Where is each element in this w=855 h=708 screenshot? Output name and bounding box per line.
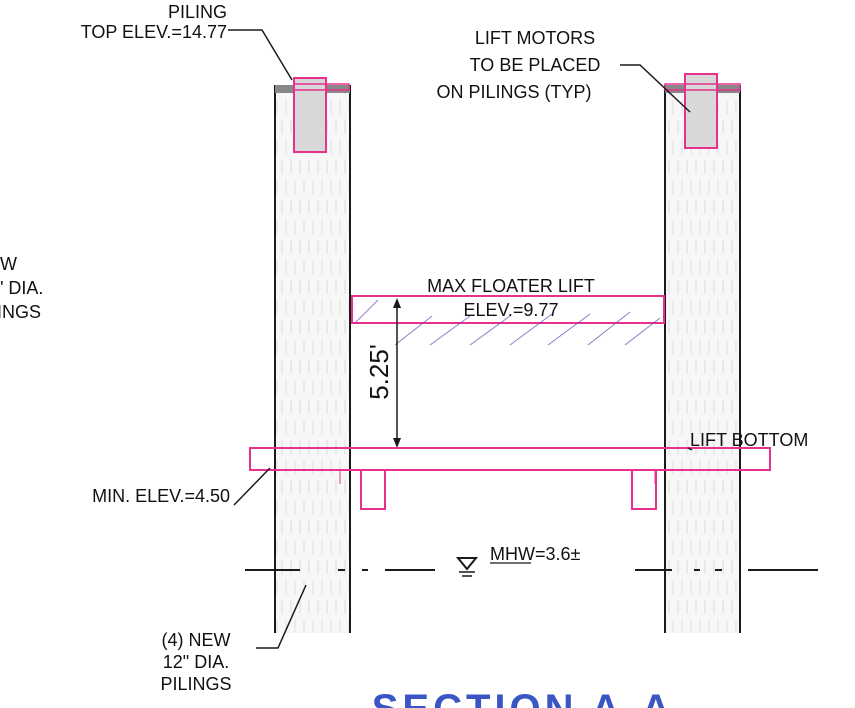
- dimension-line: [393, 298, 401, 448]
- section-title: SECTION A-A: [372, 687, 675, 708]
- right-piling: [664, 85, 741, 633]
- left-piling: [274, 85, 351, 633]
- dimension-label: 5.25': [364, 344, 394, 400]
- left-cut-note: W " DIA. INGS: [0, 254, 43, 322]
- lift-motors-note: LIFT MOTORS TO BE PLACED ON PILINGS (TYP…: [436, 28, 600, 102]
- lift-motors-line-1: LIFT MOTORS: [475, 28, 595, 48]
- left-cut-line-3: INGS: [0, 302, 41, 322]
- max-floater-lift-box: [351, 295, 665, 346]
- new-pilings-line-3: PILINGS: [160, 674, 231, 694]
- piling-top-line-2: TOP ELEV.=14.77: [81, 22, 227, 42]
- min-elev-label: MIN. ELEV.=4.50: [92, 486, 230, 506]
- lift-bottom-label: LIFT BOTTOM: [690, 430, 808, 450]
- max-floater-line-1: MAX FLOATER LIFT: [427, 276, 595, 296]
- right-lift-motor: [664, 73, 741, 149]
- left-cut-line-1: W: [0, 254, 17, 274]
- new-pilings-line-2: 12" DIA.: [163, 652, 229, 672]
- lift-bottom-beam: [249, 447, 771, 510]
- left-cut-line-2: " DIA.: [0, 278, 43, 298]
- new-pilings-line-1: (4) NEW: [162, 630, 231, 650]
- leader-lines: [228, 29, 693, 649]
- piling-top-line-1: PILING: [168, 2, 227, 22]
- new-pilings-note: (4) NEW 12" DIA. PILINGS: [160, 630, 231, 694]
- water-level-icon: [455, 557, 479, 577]
- max-floater-note: MAX FLOATER LIFT ELEV.=9.77: [427, 276, 595, 320]
- max-floater-line-2: ELEV.=9.77: [464, 300, 559, 320]
- left-lift-motor: [293, 77, 350, 153]
- lift-motors-line-3: ON PILINGS (TYP): [436, 82, 591, 102]
- lift-motors-line-2: TO BE PLACED: [470, 55, 601, 75]
- piling-top-note: PILING TOP ELEV.=14.77: [81, 2, 227, 42]
- mhw-label: MHW=3.6±: [490, 544, 581, 564]
